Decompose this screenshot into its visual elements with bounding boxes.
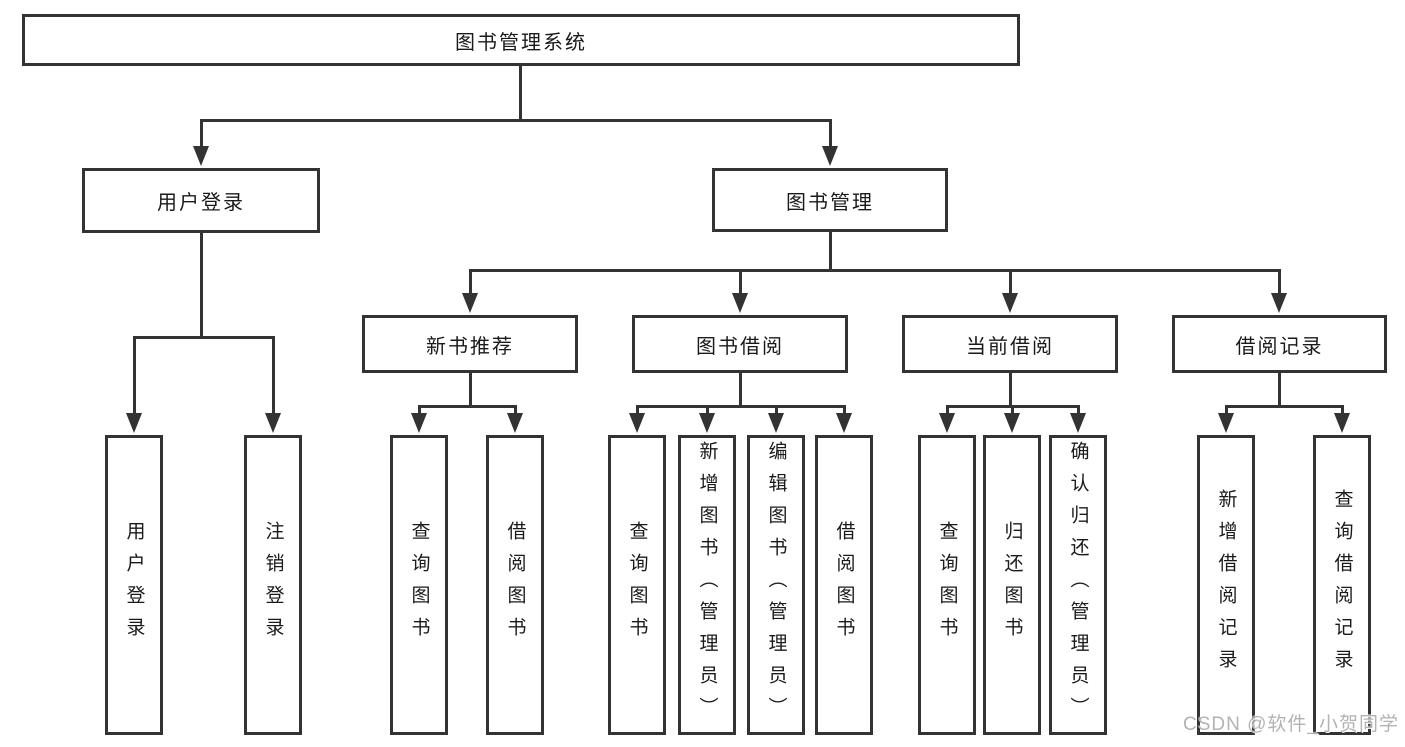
- leaf-borrow-books-1-label: 借阅图书: [504, 521, 526, 649]
- connector-shaft-login-leaf: [133, 336, 136, 414]
- arrowhead-down-icon: [1002, 293, 1018, 313]
- leaf-query-books-3-label: 查询图书: [936, 521, 958, 649]
- leaf-add-books-admin: 新增图书（管理员）: [678, 435, 736, 735]
- node-user-login: 用户登录: [82, 168, 320, 233]
- leaf-borrow-books-2: 借阅图书: [815, 435, 873, 735]
- leaf-user-login-label: 用户登录: [123, 521, 145, 649]
- arrowhead-down-icon: [1070, 413, 1086, 433]
- node-borrow-records: 借阅记录: [1172, 315, 1387, 373]
- connector-book-mgmt-split: [469, 269, 1281, 272]
- node-root: 图书管理系统: [22, 14, 1020, 66]
- leaf-user-login: 用户登录: [105, 435, 163, 735]
- connector-shaft: [1225, 405, 1228, 415]
- leaf-query-books-3: 查询图书: [918, 435, 976, 735]
- leaf-borrow-books-1: 借阅图书: [486, 435, 544, 735]
- connector-shaft: [514, 405, 517, 415]
- arrowhead-down-icon: [836, 413, 852, 433]
- leaf-edit-books-admin: 编辑图书（管理员）: [747, 435, 805, 735]
- connector-new-books-stem: [469, 373, 472, 407]
- node-new-book-recommend-label: 新书推荐: [426, 335, 514, 358]
- arrowhead-down-icon: [507, 413, 523, 433]
- connector-shaft-logout-leaf: [272, 336, 275, 414]
- connector-new-books-split: [418, 405, 516, 408]
- connector-user-login-stem: [200, 232, 203, 337]
- node-book-management: 图书管理: [712, 168, 948, 232]
- connector-user-login-split: [133, 336, 274, 339]
- arrowhead-down-icon: [1334, 413, 1350, 433]
- node-book-borrowing-label: 图书借阅: [696, 335, 784, 358]
- connector-shaft-book-mgmt: [829, 119, 832, 149]
- connector-shaft-borrow-records: [1278, 269, 1281, 295]
- leaf-borrow-books-2-label: 借阅图书: [833, 521, 855, 649]
- arrowhead-down-icon: [411, 413, 427, 433]
- leaf-query-borrow-record: 查询借阅记录: [1313, 435, 1371, 735]
- arrowhead-down-icon: [732, 293, 748, 313]
- connector-current-borrow-stem: [1009, 373, 1012, 407]
- leaf-return-books: 归还图书: [983, 435, 1041, 735]
- arrowhead-down-icon: [1004, 413, 1020, 433]
- connector-borrow-records-stem: [1278, 373, 1281, 407]
- connector-shaft: [636, 405, 639, 415]
- connector-shaft-user-login: [200, 119, 203, 149]
- connector-shaft: [775, 405, 778, 415]
- arrowhead-down-icon: [1218, 413, 1234, 433]
- arrowhead-down-icon: [126, 413, 142, 433]
- arrowhead-down-icon: [768, 413, 784, 433]
- arrowhead-down-icon: [193, 146, 209, 166]
- connector-shaft: [843, 405, 846, 415]
- node-book-borrowing: 图书借阅: [632, 315, 848, 373]
- leaf-query-books-2: 查询图书: [608, 435, 666, 735]
- connector-shaft: [946, 405, 949, 415]
- connector-shaft: [1341, 405, 1344, 415]
- leaf-query-borrow-record-label: 查询借阅记录: [1331, 489, 1353, 681]
- leaf-add-borrow-record-label: 新增借阅记录: [1215, 489, 1237, 681]
- connector-root-stem: [519, 66, 522, 120]
- leaf-confirm-return-admin-label: 确认归还（管理员）: [1067, 441, 1089, 729]
- connector-book-mgmt-stem: [829, 231, 832, 271]
- connector-root-split: [200, 119, 831, 122]
- leaf-edit-books-admin-label: 编辑图书（管理员）: [765, 441, 787, 729]
- leaf-query-books-1-label: 查询图书: [408, 521, 430, 649]
- leaf-query-books-2-label: 查询图书: [626, 521, 648, 649]
- arrowhead-down-icon: [462, 293, 478, 313]
- arrowhead-down-icon: [822, 146, 838, 166]
- arrowhead-down-icon: [939, 413, 955, 433]
- arrowhead-down-icon: [699, 413, 715, 433]
- connector-book-borrow-split: [636, 405, 845, 408]
- leaf-logout: 注销登录: [244, 435, 302, 735]
- node-current-borrowing-label: 当前借阅: [966, 335, 1054, 358]
- node-root-label: 图书管理系统: [455, 31, 587, 54]
- arrowhead-down-icon: [629, 413, 645, 433]
- leaf-query-books-1: 查询图书: [390, 435, 448, 735]
- leaf-confirm-return-admin: 确认归还（管理员）: [1049, 435, 1107, 735]
- connector-shaft: [1011, 405, 1014, 415]
- node-current-borrowing: 当前借阅: [902, 315, 1118, 373]
- node-borrow-records-label: 借阅记录: [1235, 335, 1324, 358]
- node-user-login-label: 用户登录: [157, 192, 245, 214]
- csdn-watermark: CSDN @软件_小贺同学: [1183, 714, 1399, 735]
- connector-shaft: [1077, 405, 1080, 415]
- connector-shaft: [706, 405, 709, 415]
- arrowhead-down-icon: [1271, 293, 1287, 313]
- node-new-book-recommend: 新书推荐: [362, 315, 578, 373]
- leaf-logout-label: 注销登录: [262, 521, 284, 649]
- connector-borrow-records-split: [1225, 405, 1343, 408]
- node-book-management-label: 图书管理: [786, 191, 874, 214]
- leaf-return-books-label: 归还图书: [1001, 521, 1023, 649]
- arrowhead-down-icon: [265, 413, 281, 433]
- leaf-add-books-admin-label: 新增图书（管理员）: [696, 441, 718, 729]
- connector-shaft-book-borrow: [739, 269, 742, 295]
- connector-book-borrow-stem: [739, 373, 742, 407]
- connector-shaft: [418, 405, 421, 415]
- leaf-add-borrow-record: 新增借阅记录: [1197, 435, 1255, 735]
- connector-shaft-current-borrow: [1009, 269, 1012, 295]
- connector-shaft-new-books: [469, 269, 472, 295]
